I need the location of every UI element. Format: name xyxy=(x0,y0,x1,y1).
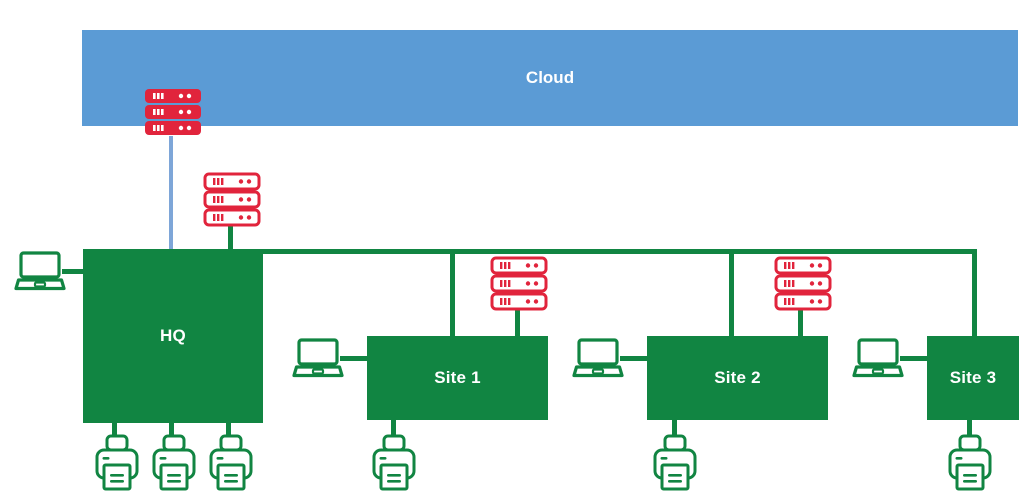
link-hq-laptop-to-hq xyxy=(62,269,88,274)
node-site1-label: Site 1 xyxy=(434,368,481,387)
printer-icon[interactable] xyxy=(209,434,253,492)
link-backbone xyxy=(260,249,977,254)
link-site1-server-to-site1 xyxy=(515,310,520,340)
laptop-icon[interactable] xyxy=(14,250,66,292)
link-site3-to-printer-1 xyxy=(967,416,972,442)
node-site2-label: Site 2 xyxy=(714,368,761,387)
node-site3-label: Site 3 xyxy=(949,368,997,387)
link-hq-to-printer-1 xyxy=(112,418,117,442)
printer-icon[interactable] xyxy=(653,434,697,492)
link-cloud-to-hq xyxy=(169,136,173,252)
node-cloud[interactable]: Cloud xyxy=(82,30,1018,126)
link-site2-to-printer-1 xyxy=(672,416,677,442)
laptop-icon[interactable] xyxy=(292,337,344,379)
node-cloud-label: Cloud xyxy=(525,68,575,87)
link-site1-to-printer-1 xyxy=(391,416,396,442)
link-backbone-to-site2 xyxy=(729,249,734,339)
link-site3-laptop-to-site3 xyxy=(900,356,932,361)
node-hq[interactable]: HQ xyxy=(83,249,263,423)
server-rack-icon[interactable] xyxy=(203,172,261,228)
laptop-icon[interactable] xyxy=(572,337,624,379)
laptop-icon[interactable] xyxy=(852,337,904,379)
server-rack-icon[interactable] xyxy=(774,256,832,312)
printer-icon[interactable] xyxy=(372,434,416,492)
node-site3[interactable]: Site 3 xyxy=(927,336,1019,420)
link-backbone-to-site3 xyxy=(972,249,977,339)
link-site2-server-to-site2 xyxy=(798,310,803,340)
node-hq-label: HQ xyxy=(160,326,186,345)
link-site2-laptop-to-site2 xyxy=(620,356,652,361)
printer-icon[interactable] xyxy=(95,434,139,492)
link-backbone-to-site1 xyxy=(450,249,455,339)
server-rack-icon[interactable] xyxy=(490,256,548,312)
printer-icon[interactable] xyxy=(152,434,196,492)
server-rack-icon[interactable] xyxy=(144,88,202,138)
link-hq-to-printer-2 xyxy=(169,418,174,442)
node-site2[interactable]: Site 2 xyxy=(647,336,828,420)
link-hqserver-to-hq xyxy=(228,226,233,254)
printer-icon[interactable] xyxy=(948,434,992,492)
node-site1[interactable]: Site 1 xyxy=(367,336,548,420)
link-hq-to-printer-3 xyxy=(226,418,231,442)
link-site1-laptop-to-site1 xyxy=(340,356,372,361)
